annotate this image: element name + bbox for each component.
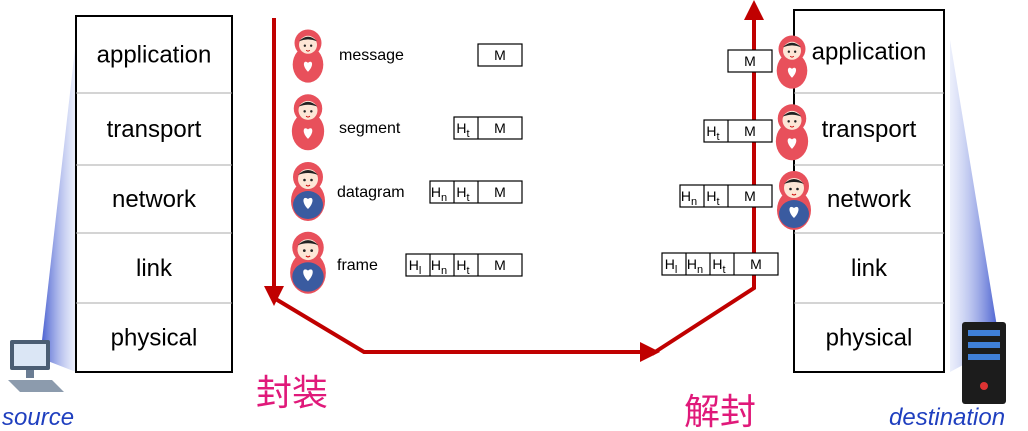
destination-side: applicationtransportnetworklinkphysical … (793, 9, 1006, 431)
header-t: Ht (456, 184, 469, 204)
packet (453, 116, 523, 140)
layer-unit-segment: segment (339, 120, 401, 137)
header-t: Ht (706, 123, 719, 143)
layer-link: link (136, 255, 173, 282)
header-t: Ht (456, 120, 469, 140)
header-t: Ht (706, 188, 719, 208)
layer-application: application (812, 39, 927, 66)
layer-network: network (112, 186, 197, 213)
matryoshka-doll-icon (289, 231, 327, 295)
packet (679, 184, 773, 208)
layer-unit-datagram: datagram (337, 184, 405, 201)
header-n: Hn (681, 188, 697, 208)
source-caption: source (2, 404, 74, 431)
source-side: applicationtransportnetworklinkphysical … (2, 15, 233, 431)
layer-unit-message: message (339, 47, 404, 64)
decapsulation-label: 解封 (684, 392, 756, 431)
source-layers: application transport network link physical (76, 42, 232, 352)
destination-layers: application transport network link physical (794, 39, 944, 352)
header-l: Hl (665, 256, 678, 276)
matryoshka-doll-icon (291, 93, 325, 151)
layer-unit-frame: frame (337, 257, 378, 274)
up-arrow (650, 0, 764, 356)
message-cell: M (494, 257, 506, 273)
layer-transport: transport (822, 116, 917, 143)
packet (429, 180, 523, 204)
layer-transport: transport (107, 116, 202, 143)
packet (727, 49, 773, 73)
layer-network: network (827, 186, 912, 213)
header-t: Ht (712, 256, 725, 276)
layer-physical: physical (111, 325, 198, 352)
message-cell: M (494, 184, 506, 200)
header-n: Hn (431, 257, 447, 277)
header-n: Hn (687, 256, 703, 276)
packet (405, 253, 523, 277)
header-l: Hl (409, 257, 422, 277)
message-cell: M (494, 120, 506, 136)
server-icon (962, 322, 1006, 404)
matryoshka-doll-icon (290, 161, 326, 222)
header-n: Hn (431, 184, 447, 204)
layer-physical: physical (826, 325, 913, 352)
layer-link: link (851, 255, 888, 282)
flow-arrows (264, 0, 764, 362)
encapsulation-label: 封装 (256, 373, 328, 414)
message-cell: M (744, 123, 756, 139)
layer-application: application (97, 42, 212, 69)
matryoshka-doll-icon (776, 170, 812, 231)
destination-beam (950, 40, 1000, 372)
computer-icon (8, 340, 64, 392)
packet (703, 119, 773, 143)
source-stack-box (75, 15, 233, 373)
message-cell: M (744, 188, 756, 204)
packet (661, 252, 779, 276)
message-cell: M (750, 256, 762, 272)
packet (477, 43, 523, 67)
destination-stack-box (793, 9, 945, 373)
matryoshka-doll-icon (775, 103, 809, 161)
message-cell: M (494, 47, 506, 63)
destination-caption: destination (889, 404, 1005, 431)
source-beam (40, 40, 76, 372)
header-t: Ht (456, 257, 469, 277)
bottom-arrow (272, 296, 660, 362)
message-cell: M (744, 53, 756, 69)
matryoshka-doll-icon (776, 35, 808, 90)
matryoshka-doll-icon (292, 29, 324, 84)
